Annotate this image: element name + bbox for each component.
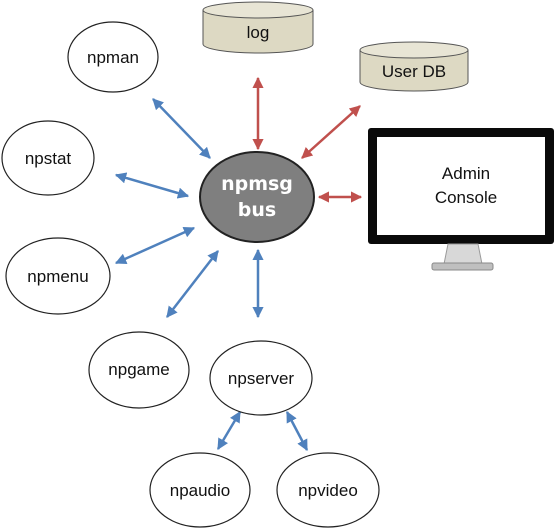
- arrow-npstat-bus: [114, 172, 190, 199]
- database-user-db-label: User DB: [382, 62, 446, 81]
- npmenu-label: npmenu: [27, 267, 88, 286]
- npmenu-node: [5, 237, 111, 315]
- console-label-line1: Admin: [442, 164, 490, 183]
- database-user-db: User DB: [359, 41, 469, 92]
- npaudio-label: npaudio: [170, 481, 231, 500]
- npgame-label: npgame: [108, 360, 169, 379]
- arrow-npgame-bus: [166, 250, 219, 318]
- arrow-npman-bus: [152, 98, 211, 159]
- npmsg-bus-node: npmsg bus: [199, 151, 315, 243]
- npserver-label: npserver: [228, 369, 294, 388]
- arrow-npserver-npaudio: [216, 411, 242, 450]
- database-log-label: log: [247, 23, 270, 42]
- npman-node: [67, 21, 159, 93]
- npvideo-node: [276, 452, 380, 528]
- npserver-node: [209, 340, 313, 416]
- npman-label: npman: [87, 48, 139, 67]
- admin-console-monitor: Admin Console: [368, 128, 554, 271]
- bus-label-line2: bus: [238, 199, 276, 221]
- npstat-label: npstat: [25, 149, 72, 168]
- npaudio-node: [149, 452, 251, 528]
- console-label-line2: Console: [435, 188, 497, 207]
- arrow-npserver-npvideo: [285, 411, 309, 451]
- arrow-npmenu-bus: [114, 226, 196, 265]
- npgame-node: [88, 331, 190, 409]
- npvideo-label: npvideo: [298, 481, 358, 500]
- arrow-bus-userdb: [301, 105, 361, 159]
- database-log: log: [202, 1, 314, 54]
- bus-label-line1: npmsg: [221, 173, 293, 195]
- npstat-node: [1, 120, 95, 196]
